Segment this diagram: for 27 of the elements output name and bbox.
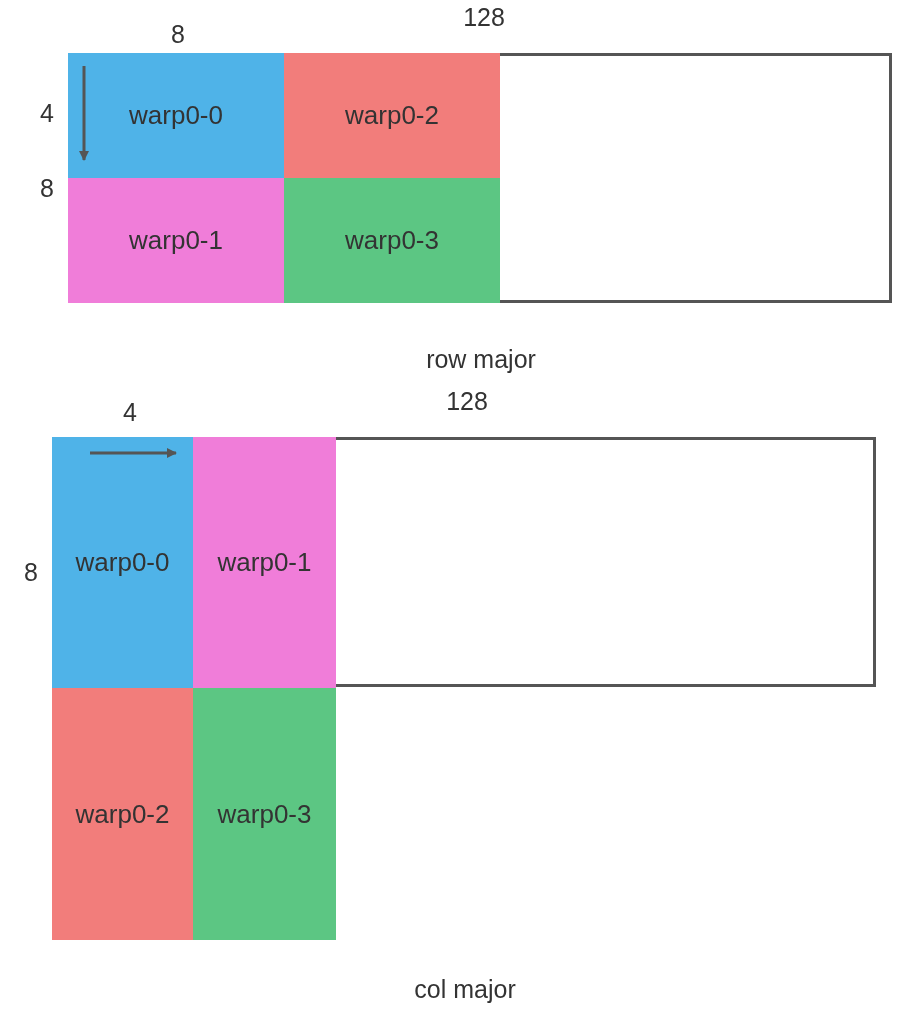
tile-label: warp0-0 [129, 99, 223, 132]
grid-outline [68, 53, 892, 303]
grid-outline [52, 437, 876, 687]
warp-tile [52, 437, 193, 688]
tile-label: warp0-1 [129, 224, 223, 257]
caption-text: col major [414, 974, 516, 1006]
warp-tile [193, 688, 336, 940]
tile-label: warp0-1 [217, 546, 312, 579]
warp-tile [284, 53, 500, 178]
dimension-label: 4 [123, 397, 137, 429]
dimension-label: 8 [24, 557, 38, 589]
dimension-label: 8 [40, 173, 54, 205]
warp-tile [52, 688, 193, 940]
warp-tile [193, 437, 336, 688]
dimension-label: 4 [40, 98, 54, 130]
tile-label: warp0-3 [345, 224, 439, 257]
warp-tile [68, 53, 284, 178]
dimension-label: 8 [171, 19, 185, 51]
dimension-label: 128 [446, 386, 488, 418]
dimension-label: 128 [463, 2, 505, 34]
tile-label: warp0-2 [75, 797, 170, 831]
tile-label: warp0-0 [75, 546, 170, 579]
caption-text: row major [426, 344, 536, 376]
tile-label: warp0-2 [345, 99, 439, 132]
warp-tile [284, 178, 500, 303]
tile-label: warp0-3 [217, 797, 312, 831]
warp-tile [68, 178, 284, 303]
